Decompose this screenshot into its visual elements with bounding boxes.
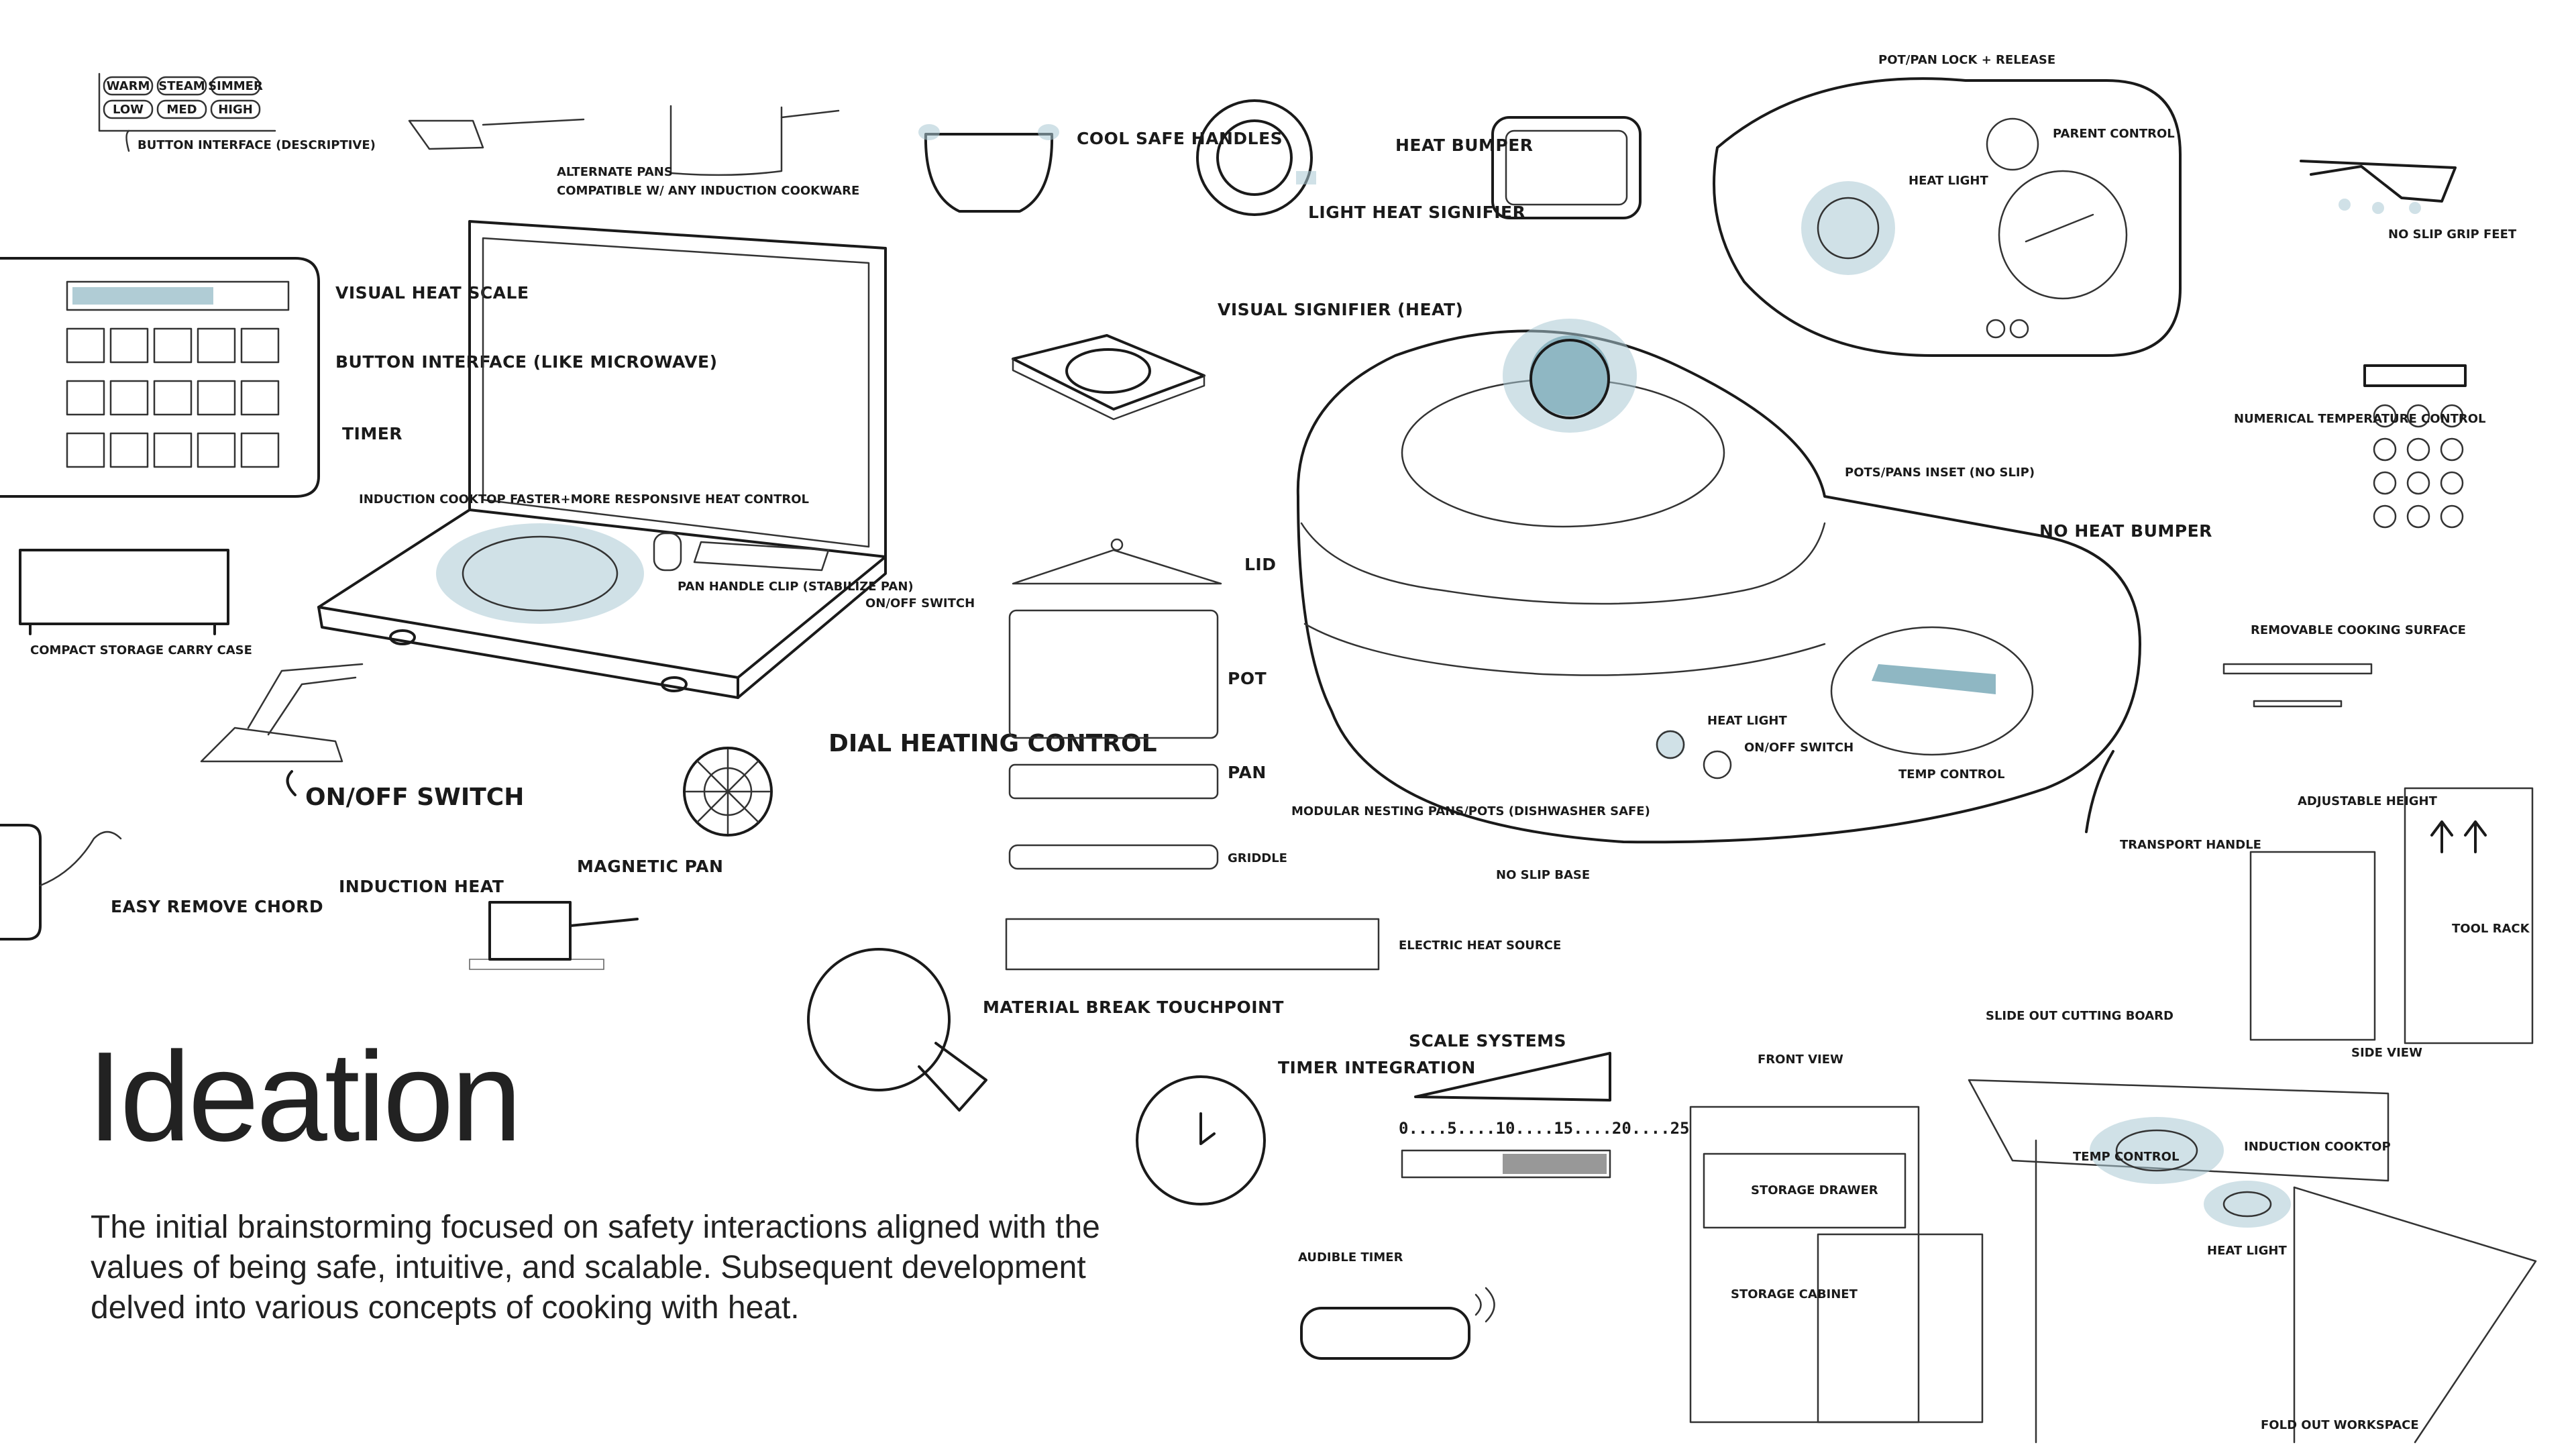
parent-control-note: PARENT CONTROL [2053, 127, 2175, 141]
electric-heat-note: ELECTRIC HEAT SOURCE [1399, 938, 1561, 953]
induction-heat-note: INDUCTION HEAT [339, 877, 504, 896]
page-description: The initial brainstorming focused on saf… [91, 1210, 1100, 1326]
top-view-cooker: POT/PAN LOCK + RELEASE HEAT LIGHT PARENT… [1713, 53, 2182, 357]
pad-button-low: LOW [113, 103, 144, 117]
audible-timer-note: AUDIBLE TIMER [1298, 1250, 1403, 1265]
side-view-note: SIDE VIEW [2351, 1046, 2422, 1060]
pots-inset-note: POTS/PANS INSET (NO SLIP) [1845, 466, 2035, 480]
scale-systems: SCALE SYSTEMS 0....5....10....15....20..… [1399, 1031, 1689, 1179]
laptop-cooker-sketch: INDUCTION COOKTOP FASTER+MORE RESPONSIVE… [317, 220, 975, 699]
dial-heating-control: DIAL HEATING CONTROL [683, 730, 1157, 837]
lid-note: LID [1244, 555, 1276, 574]
easy-remove-note: EASY REMOVE CHORD [111, 897, 323, 916]
griddle-note: GRIDDLE [1228, 851, 1287, 865]
main-cooker-sketch: POTS/PANS INSET (NO SLIP) NO HEAT BUMPER… [1296, 319, 2261, 882]
pan-clip-note: PAN HANDLE CLIP (STABILIZE PAN) [678, 580, 914, 594]
pad-button-warm: WARM [107, 79, 150, 93]
light-heat-signifier: LIGHT HEAT SIGNIFIER [1196, 99, 1525, 222]
modular-nesting-stack: LID POT PAN MODULAR NESTING PANS/POTS (D… [1005, 538, 1650, 971]
timer-clock: TIMER INTEGRATION [1136, 1058, 1476, 1205]
storage-drawer-note: STORAGE DRAWER [1751, 1183, 1878, 1197]
light-heat-note: LIGHT HEAT SIGNIFIER [1308, 203, 1525, 222]
temp-control-cart-note: TEMP CONTROL [2073, 1150, 2179, 1164]
pad-button-high: HIGH [218, 103, 253, 117]
compact-storage-note: COMPACT STORAGE CARRY CASE [30, 643, 252, 657]
pad-button-steam: STEAM [158, 79, 205, 93]
storage-cabinet-note: STORAGE CABINET [1731, 1287, 1858, 1301]
timer-integration-note: TIMER INTEGRATION [1278, 1058, 1476, 1077]
pan-note: PAN [1228, 763, 1267, 782]
timer-note: TIMER [342, 424, 402, 443]
removable-surface-note: REMOVABLE COOKING SURFACE [2251, 623, 2466, 637]
heat-light-cart-note: HEAT LIGHT [2207, 1244, 2287, 1258]
onoff-switch-sketch: ON/OFF SWITCH [200, 663, 524, 811]
no-slip-feet-note: NO SLIP GRIP FEET [2388, 227, 2517, 241]
alt-pans-sub-note: COMPATIBLE W/ ANY INDUCTION COOKWARE [557, 184, 859, 198]
kitchen-cart: SLIDE OUT CUTTING BOARD TEMP CONTROL IND… [1968, 1009, 2537, 1444]
heat-bumper-note: HEAT BUMPER [1395, 136, 1534, 155]
no-slip-base-note: NO SLIP BASE [1496, 868, 1590, 882]
temp-control-note: TEMP CONTROL [1898, 767, 2004, 782]
slide-out-board-note: SLIDE OUT CUTTING BOARD [1986, 1009, 2174, 1023]
transport-handle-note: TRANSPORT HANDLE [2120, 838, 2261, 852]
heat-light-note: HEAT LIGHT [1707, 714, 1787, 728]
heat-light-top-note: HEAT LIGHT [1909, 174, 1988, 188]
pot-note: POT [1228, 669, 1267, 688]
onoff-switch-note: ON/OFF SWITCH [305, 784, 524, 811]
onoff-small-note: ON/OFF SWITCH [865, 596, 975, 610]
modular-note: MODULAR NESTING PANS/POTS (DISHWASHER SA… [1291, 804, 1650, 818]
pad-button-med: MED [166, 103, 197, 117]
tool-rack-note: TOOL RACK [2452, 922, 2530, 936]
page-title: Ideation [87, 1026, 522, 1168]
dial-heating-note: DIAL HEATING CONTROL [828, 730, 1157, 757]
pad-button-simmer: SIMMER [208, 79, 263, 93]
easy-remove-cord: EASY REMOVE CHORD [0, 824, 323, 941]
button-pad-label: BUTTON INTERFACE (DESCRIPTIVE) [138, 138, 376, 152]
visual-heat-scale-note: VISUAL HEAT SCALE [335, 283, 529, 303]
pot-lock-note: POT/PAN LOCK + RELEASE [1878, 53, 2055, 67]
induction-cooktop-cart-note: INDUCTION COOKTOP [2244, 1140, 2391, 1154]
no-heat-bumper-note: NO HEAT BUMPER [2039, 521, 2212, 541]
scale-systems-note: SCALE SYSTEMS [1409, 1031, 1566, 1051]
visual-signifier-note: VISUAL SIGNIFIER (HEAT) [1218, 300, 1463, 319]
descriptive-button-pad: WARM STEAM SIMMER LOW MED HIGH BUTTON IN… [98, 72, 376, 152]
no-slip-feet-pan: NO SLIP GRIP FEET [2300, 160, 2517, 241]
material-break-note: MATERIAL BREAK TOUCHPOINT [983, 998, 1284, 1017]
onoff-main-note: ON/OFF SWITCH [1744, 741, 1854, 755]
adjustable-height-note: ADJUSTABLE HEIGHT [2298, 794, 2438, 808]
control-panel-sketch: VISUAL HEAT SCALE BUTTON INTERFACE (LIKE… [0, 257, 718, 498]
cool-handles-pot: COOL SAFE HANDLES [918, 124, 1283, 213]
numerical-temp-keypad: NUMERICAL TEMPERATURE CONTROL [2234, 364, 2486, 529]
numerical-temp-note: NUMERICAL TEMPERATURE CONTROL [2234, 412, 2486, 426]
heat-bumper-sketch: HEAT BUMPER [1395, 116, 1642, 219]
material-break-pan: MATERIAL BREAK TOUCHPOINT [807, 948, 1284, 1112]
cool-handles-note: COOL SAFE HANDLES [1077, 129, 1283, 148]
compact-storage-case: COMPACT STORAGE CARRY CASE [19, 549, 252, 657]
alt-pans-note: ALTERNATE PANS [557, 165, 673, 179]
audible-timer: AUDIBLE TIMER [1298, 1250, 1495, 1360]
visual-signifier-trivet: VISUAL SIGNIFIER (HEAT) [1012, 300, 1463, 421]
scale-numbers: 0....5....10....15....20....25 [1399, 1119, 1689, 1138]
front-view-cabinet: FRONT VIEW STORAGE DRAWER STORAGE CABINE… [1689, 1053, 1984, 1424]
magnetic-pan-note: MAGNETIC PAN [577, 857, 723, 876]
front-view-note: FRONT VIEW [1758, 1053, 1843, 1067]
adjustable-height-views: ADJUSTABLE HEIGHT TOOL RACK SIDE VIEW [2249, 787, 2534, 1060]
removable-surface: REMOVABLE COOKING SURFACE [2222, 623, 2466, 708]
alternate-pans-sketch: ALTERNATE PANS COMPATIBLE W/ ANY INDUCTI… [408, 105, 859, 198]
button-interface-note: BUTTON INTERFACE (LIKE MICROWAVE) [335, 352, 718, 372]
induction-magnetic-pan: INDUCTION HEAT MAGNETIC PAN [339, 857, 723, 970]
induction-cooktop-note: INDUCTION COOKTOP FASTER+MORE RESPONSIVE… [359, 492, 809, 506]
fold-out-note: FOLD OUT WORKSPACE [2261, 1418, 2419, 1432]
